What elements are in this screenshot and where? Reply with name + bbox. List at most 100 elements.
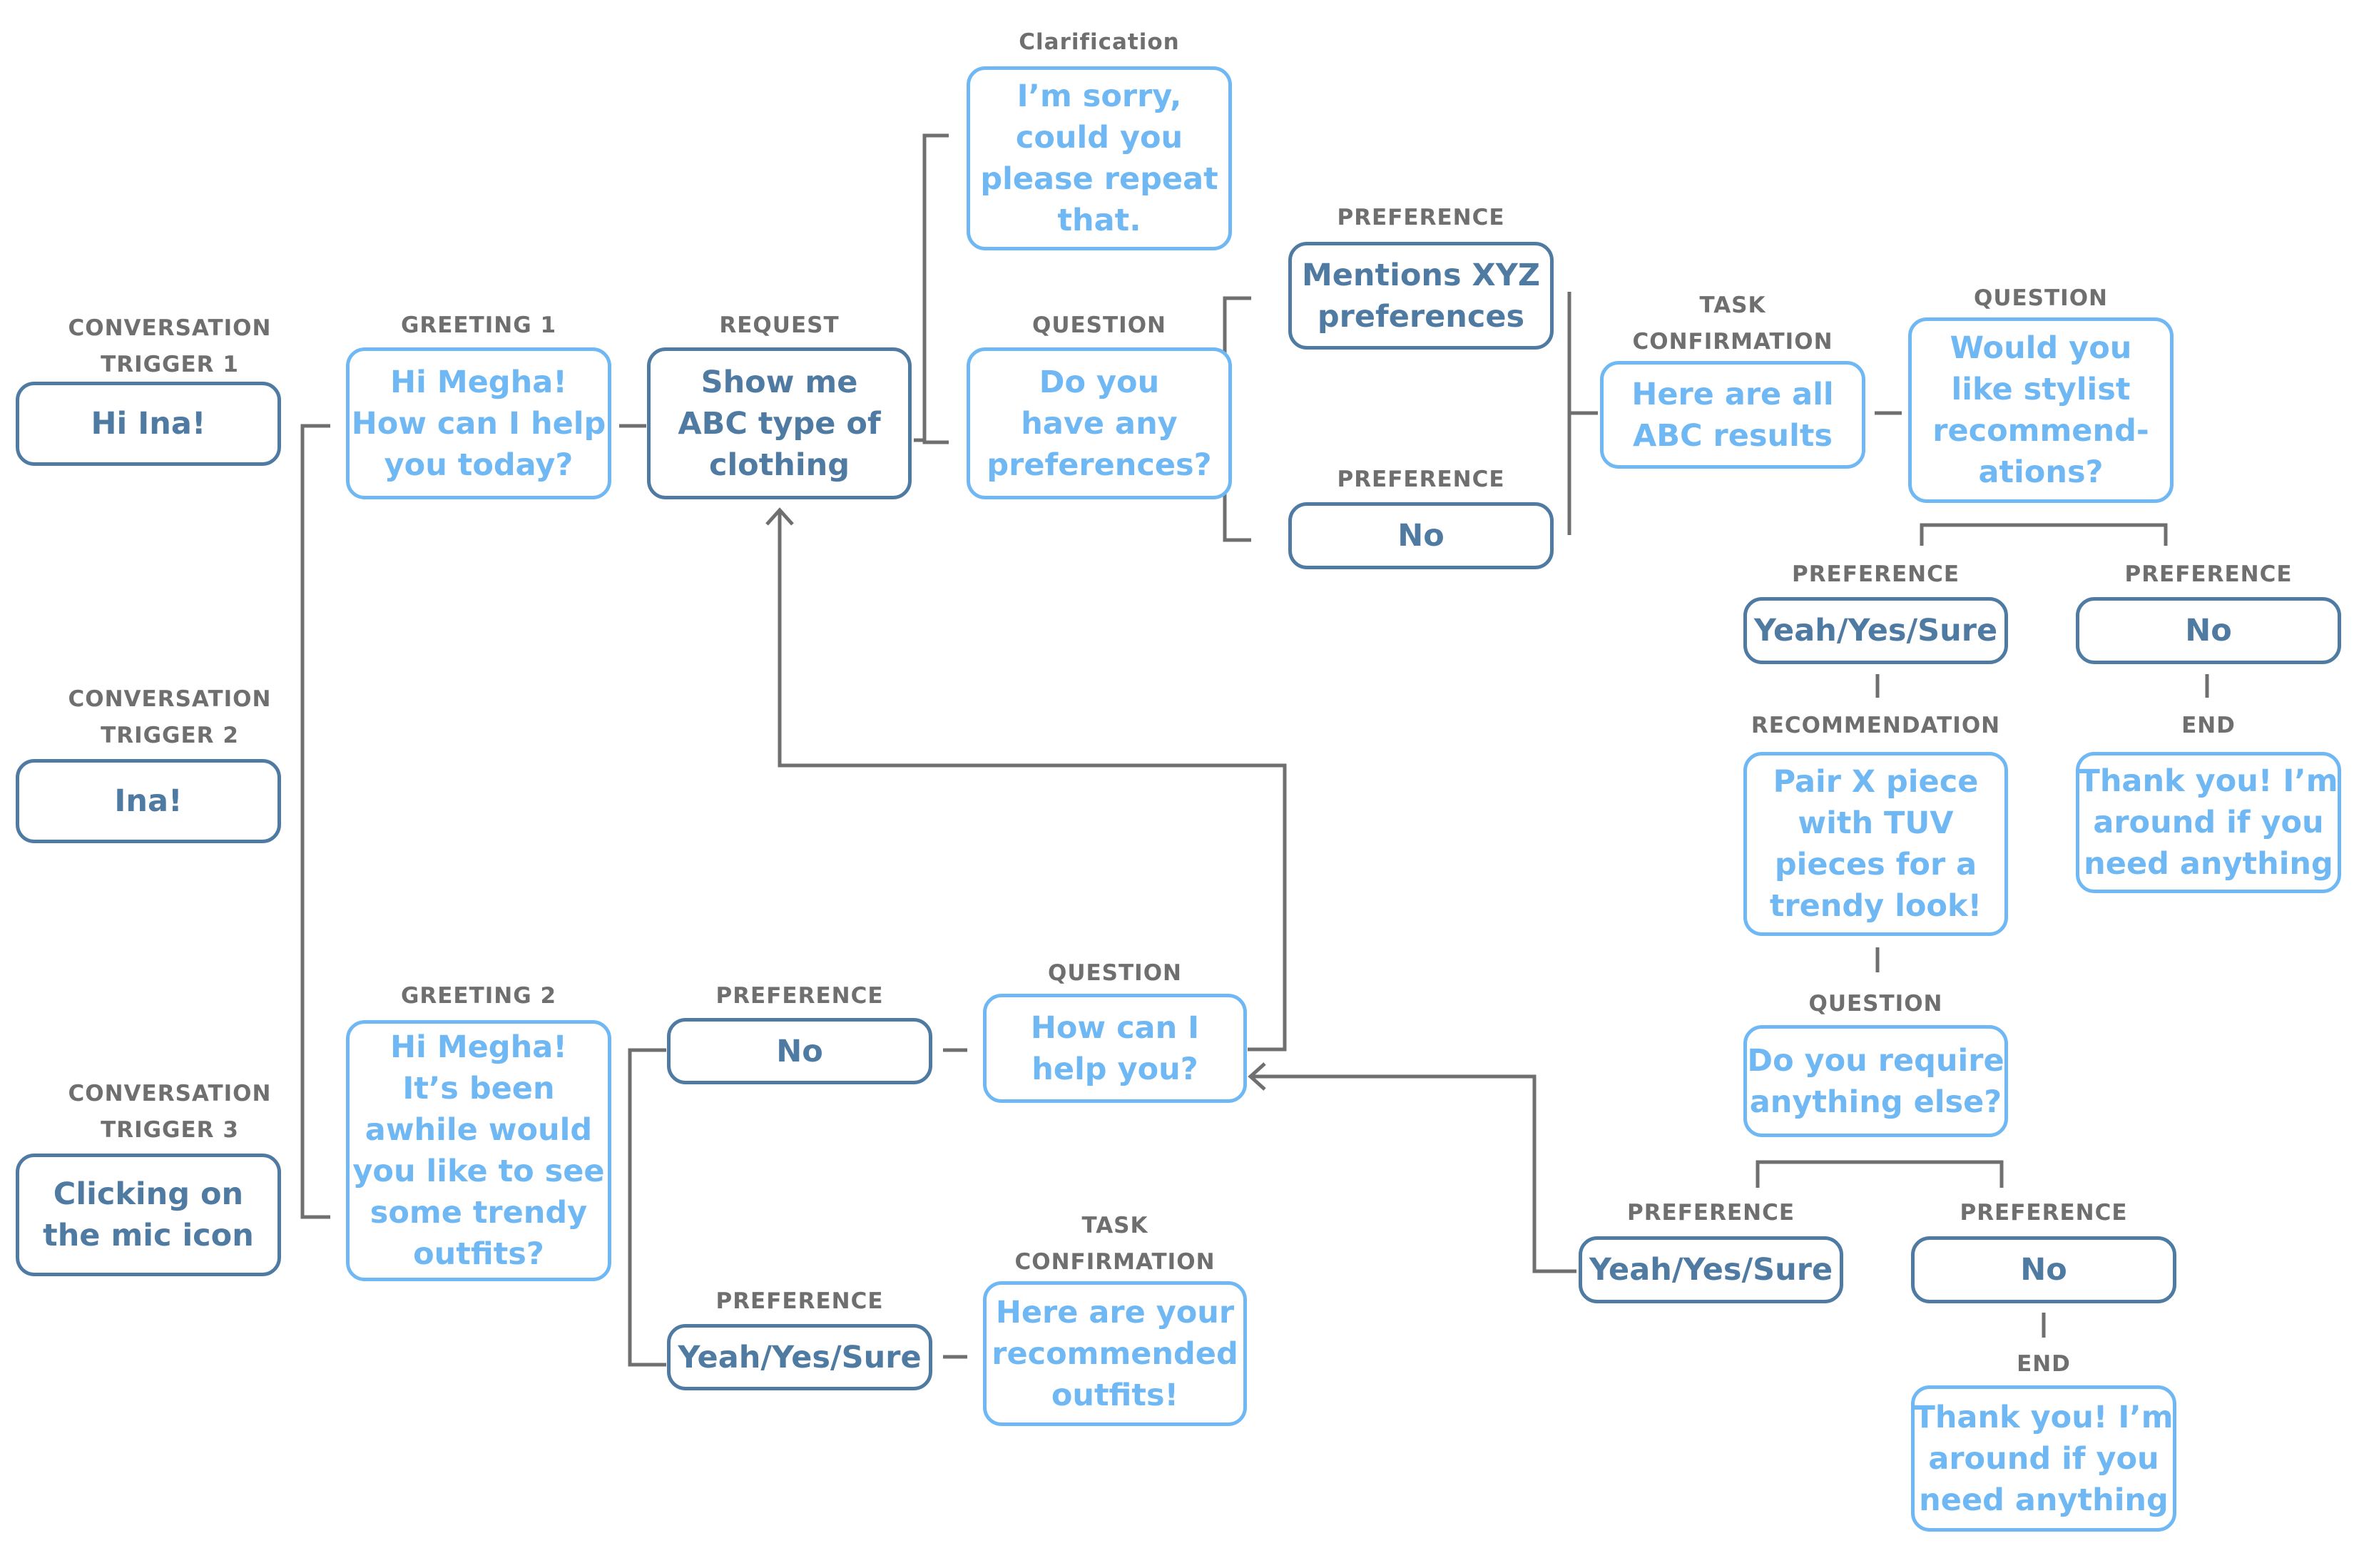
node-text-line: help you? <box>1031 1051 1198 1087</box>
question-else-label: QUESTION <box>1743 986 2008 1022</box>
pref-yes-mid-label: PREFERENCE <box>667 1283 932 1320</box>
node-text-line: like stylist <box>1951 372 2131 407</box>
pref-no-top-label: PREFERENCE <box>1288 462 1554 498</box>
pref-no-bottom-label: PREFERENCE <box>1911 1195 2176 1231</box>
label-line: GREETING 2 <box>400 983 557 1009</box>
label-line: PREFERENCE <box>1626 1200 1795 1226</box>
label-line: REQUEST <box>719 312 840 338</box>
node-text-line: awhile would <box>365 1112 593 1148</box>
label-line: Clarification <box>1019 29 1180 55</box>
connector-question-to-answers <box>1756 1160 2004 1188</box>
node-text-line: No <box>776 1033 823 1069</box>
pref-mentions-node: Mentions XYZ preferences <box>1288 242 1554 350</box>
label-line: PREFERENCE <box>2124 561 2293 587</box>
node-text-line: trendy look! <box>1769 888 1982 924</box>
connector-stylist-to-answers <box>1920 523 2168 546</box>
question-help-label: QUESTION <box>983 955 1247 992</box>
label-line: PREFERENCE <box>1337 467 1505 492</box>
node-text-line: Pair X piece <box>1773 764 1979 800</box>
node-text-line: outfits? <box>413 1236 544 1272</box>
connector-greeting2-to-preferences <box>628 1048 666 1367</box>
node-text-line: preferences <box>1317 298 1525 335</box>
label-line: RECOMMENDATION <box>1751 713 2001 738</box>
label-line: PREFERENCE <box>1791 561 1960 587</box>
trigger1-node: Hi Ina! <box>16 382 281 466</box>
greeting2-node: Hi Megha! It’s been awhile would you like t… <box>346 1020 611 1281</box>
node-text-line: clothing <box>708 447 850 483</box>
node-text: Ina! <box>114 780 182 822</box>
connector-yes-to-help-question <box>1250 1074 1576 1273</box>
node-text-line: have any <box>1021 405 1178 442</box>
node-text-line: Yeah/Yes/Sure <box>1589 1252 1833 1288</box>
node-text-line: that. <box>1057 203 1141 238</box>
node-text-line: some trendy <box>370 1195 588 1231</box>
pref-no-bottom-node: No <box>1911 1236 2176 1303</box>
label-line: END <box>2017 1351 2071 1377</box>
label-line: PREFERENCE <box>1337 205 1505 230</box>
pref-mentions-label: PREFERENCE <box>1288 200 1554 236</box>
node-text-line: Show me <box>700 364 858 400</box>
clarification-label: Clarification <box>967 24 1232 61</box>
node-text-line: Hi Megha! <box>390 364 567 400</box>
node-text-line: recommend- <box>1932 413 2149 449</box>
node-text-line: Here are all <box>1631 376 1834 412</box>
node-text-line: you like to see <box>352 1154 605 1189</box>
pref-yes-bottom-label: PREFERENCE <box>1579 1195 1843 1231</box>
node-text: Mentions XYZ preferences <box>1302 255 1540 337</box>
trigger2-node: Ina! <box>16 759 281 843</box>
node-text: Yeah/Yes/Sure <box>678 1337 921 1378</box>
pref-no-mid-node: No <box>667 1018 932 1084</box>
end-bottom-label: END <box>1911 1346 2176 1383</box>
node-text: No <box>2185 610 2232 651</box>
label-line: CONVERSATION <box>68 1081 272 1106</box>
connector-triggers-to-greetings <box>300 424 330 1219</box>
connector-help-to-request <box>778 510 1287 1052</box>
node-text-line: It’s been <box>402 1071 555 1106</box>
node-text-line: Thank you! I’m <box>1914 1399 2174 1435</box>
label-line: CONFIRMATION <box>1014 1249 1216 1275</box>
node-text-line: outfits! <box>1051 1377 1179 1413</box>
node-text-line: Do you <box>1039 364 1160 400</box>
label-line: TRIGGER 1 <box>101 352 239 377</box>
node-text: Hi Megha! It’s been awhile would you like t… <box>352 1027 604 1275</box>
node-text: Yeah/Yes/Sure <box>1754 610 1997 651</box>
node-text-line: need anything <box>1919 1482 2169 1518</box>
node-text-line: Would you <box>1950 330 2132 366</box>
node-text-line: Mentions XYZ <box>1301 257 1541 293</box>
trigger1-label: CONVERSATION TRIGGER 1 <box>21 310 318 383</box>
node-text-line: No <box>2020 1252 2067 1288</box>
node-text-line: Here are your <box>995 1294 1235 1330</box>
node-text-line: Hi Megha! <box>390 1029 567 1065</box>
label-line: CONVERSATION <box>68 315 272 341</box>
node-text-line: around if you <box>2093 805 2324 840</box>
node-text-line: Thank you! I’m <box>2079 763 2338 799</box>
node-text-line: with TUV <box>1798 805 1954 841</box>
label-line: END <box>2181 713 2236 738</box>
node-text: No <box>1397 515 1444 556</box>
node-text: No <box>2020 1249 2067 1290</box>
label-line: PREFERENCE <box>1960 1200 2128 1226</box>
